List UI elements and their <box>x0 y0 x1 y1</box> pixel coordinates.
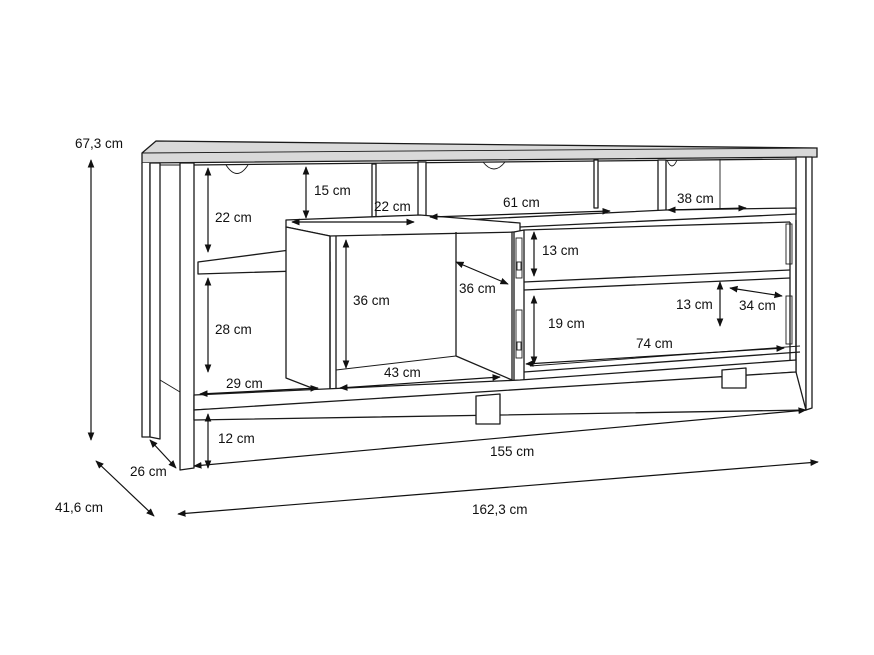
drawer-depth-label: 34 cm <box>739 298 776 313</box>
tv-stand-outline <box>141 140 818 471</box>
leg-center <box>475 393 501 425</box>
dimension-lines <box>87 159 819 517</box>
overall-depth-label: 41,6 cm <box>55 500 103 515</box>
center-bottom-width-label: 43 cm <box>384 365 421 380</box>
right-side-panel <box>795 156 807 411</box>
drawer-front <box>513 229 525 383</box>
left-bottom-width-label: 29 cm <box>226 376 263 391</box>
leg-right <box>721 367 747 389</box>
drawer-upper-height-label: 13 cm <box>542 243 579 258</box>
overall-width-label: 162,3 cm <box>472 502 528 517</box>
drawer-lower-height-label: 19 cm <box>548 316 585 331</box>
upper-divider-center-left <box>417 161 427 223</box>
upper-divider-right <box>657 159 667 219</box>
upper-divider-center-right <box>593 159 599 209</box>
inner-width-label: 155 cm <box>490 444 534 459</box>
center-inner-depth-label: 36 cm <box>459 281 496 296</box>
dimension-labels: 67,3 cm 41,6 cm 162,3 cm 15 cm 22 cm 22 … <box>55 136 776 517</box>
left-upper-height-label: 22 cm <box>215 210 252 225</box>
overall-height-label: 67,3 cm <box>75 136 123 151</box>
center-box-left-wall <box>285 226 331 396</box>
right-top-width-label: 38 cm <box>677 191 714 206</box>
center-inner-height-label: 36 cm <box>353 293 390 308</box>
left-top-depth-label: 22 cm <box>374 199 411 214</box>
left-side-panel <box>141 163 151 438</box>
plinth-height-label: 12 cm <box>218 431 255 446</box>
center-top-width-label: 61 cm <box>503 195 540 210</box>
top-shelf-gap-label: 15 cm <box>314 183 351 198</box>
top-board <box>141 140 818 164</box>
center-box-top <box>285 214 521 237</box>
drawer-width-label: 74 cm <box>636 336 673 351</box>
left-lower-height-label: 28 cm <box>215 322 252 337</box>
drawer-inner-height-label: 13 cm <box>676 297 713 312</box>
inner-depth-label: 26 cm <box>130 464 167 479</box>
